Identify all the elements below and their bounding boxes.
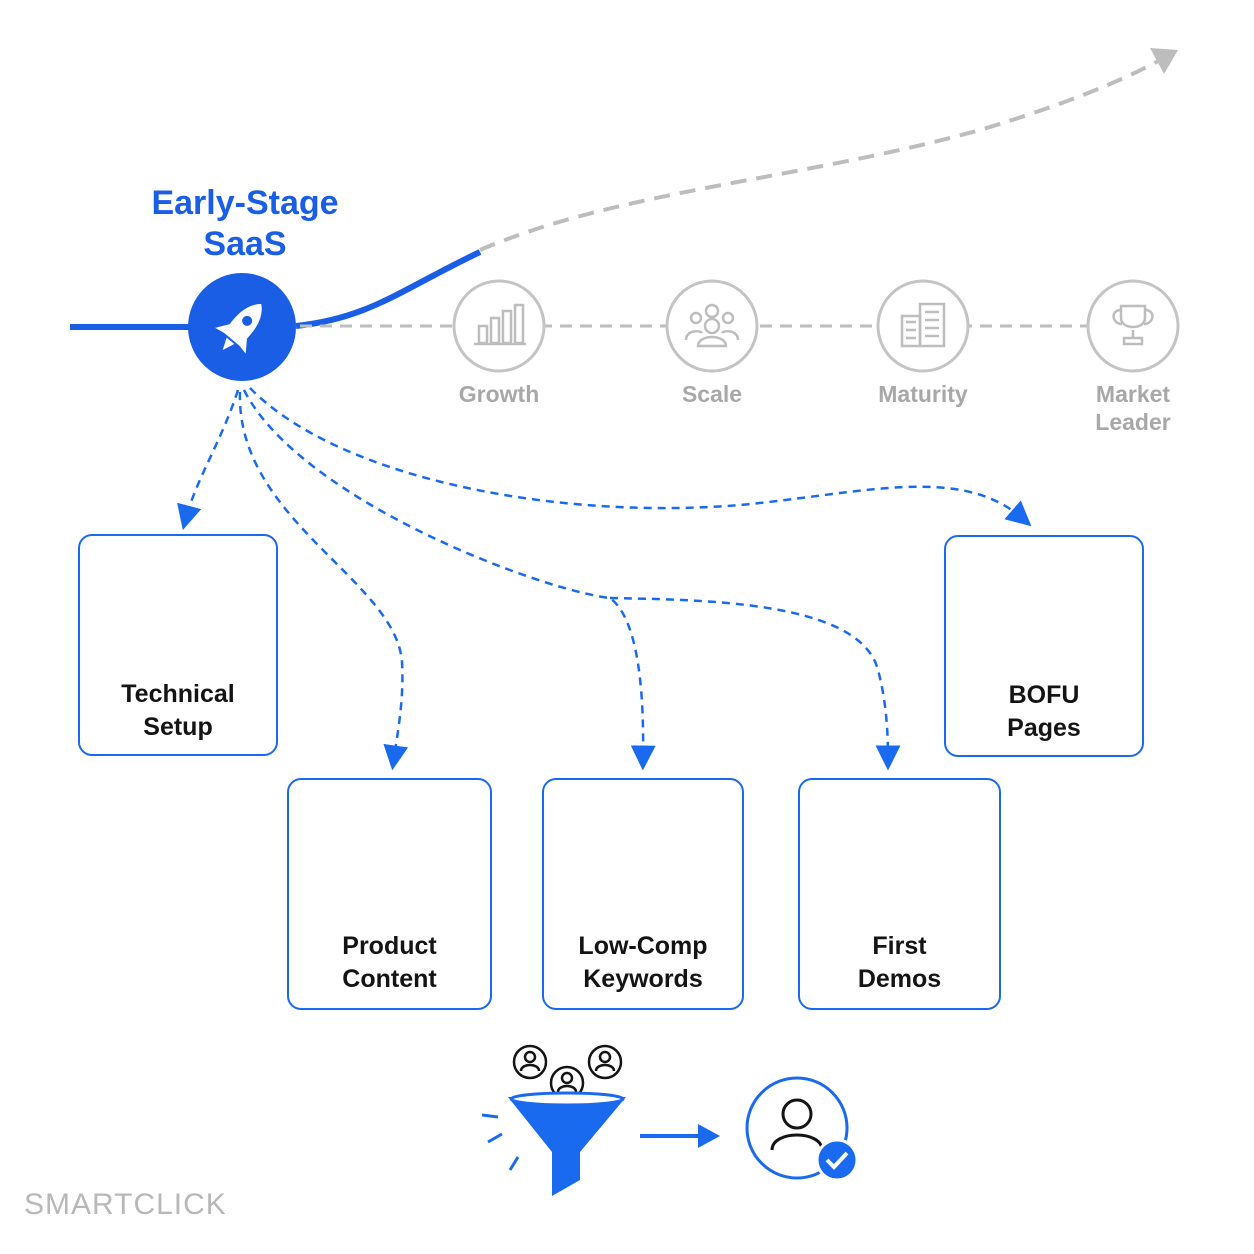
stage-label-scale: Scale [681, 381, 743, 407]
stage-label-market-leader: Market Leader [1063, 381, 1203, 436]
card-technical-setup: Technical Setup [78, 534, 278, 756]
bar-chart-icon [474, 303, 526, 346]
card-label-line: Setup [143, 712, 213, 741]
stage-label-leader: Leader [1095, 408, 1171, 435]
verified-user-icon [745, 1076, 859, 1182]
card-label-bofu-pages: BOFU Pages [946, 679, 1142, 744]
card-label-line: Technical [121, 680, 235, 708]
card-label-line: Demos [857, 964, 942, 993]
connector-bofu-pages [249, 387, 1032, 527]
title-line-2: SaaS [203, 224, 287, 263]
stage-label-maturity: Maturity [878, 381, 968, 407]
card-first-demos: First Demos [798, 778, 1001, 1010]
brand-logo: SMARTCLICK [24, 1188, 227, 1222]
card-product-content: Product Content [287, 778, 492, 1010]
card-low-comp-keywords: Low-Comp Keywords [542, 778, 744, 1010]
connector-first-demos [609, 596, 901, 771]
trophy-icon [1112, 304, 1154, 346]
growth-curve-dashed [479, 58, 1161, 252]
card-label-line: Keywords [583, 964, 703, 993]
stage-label-market: Market [1095, 381, 1171, 407]
card-label-line: Pages [1007, 713, 1081, 742]
card-label-line: Low-Comp [578, 932, 708, 960]
card-label-line: BOFU [1008, 681, 1080, 709]
card-label-line: First [872, 932, 927, 960]
title: Early-Stage SaaS [130, 183, 360, 265]
spark-lines-icon [481, 1113, 520, 1171]
user-avatars-group [512, 1044, 623, 1101]
try-now-label: TRY NOW [857, 861, 933, 878]
growth-curve-arrowhead [1150, 48, 1178, 74]
funnel-icon [508, 1091, 626, 1196]
card-label-line: Product [342, 932, 437, 960]
card-label-first-demos: First Demos [800, 930, 999, 995]
connector-technical-setup [177, 389, 240, 531]
stage-node-maturity [876, 279, 970, 373]
card-label-low-comp-keywords: Low-Comp Keywords [544, 930, 742, 995]
arrow-right-icon [640, 1124, 720, 1148]
people-group-icon [684, 303, 740, 348]
stage-label-growth: Growth [458, 381, 540, 407]
connector-product-content [238, 391, 409, 771]
growth-curve-solid [295, 249, 482, 329]
brand-logo-text: SMARTCLICK [24, 1188, 227, 1221]
rocket-icon [215, 304, 262, 354]
card-bofu-pages: BOFU Pages [944, 535, 1144, 757]
card-label-product-content: Product Content [289, 930, 490, 995]
card-label-line: Content [342, 964, 437, 993]
stage-node-scale [665, 279, 759, 373]
connector-low-comp-keywords [242, 389, 656, 771]
card-label-technical-setup: Technical Setup [80, 678, 276, 743]
building-icon [900, 302, 946, 348]
title-line-1: Early-Stage [151, 184, 339, 222]
